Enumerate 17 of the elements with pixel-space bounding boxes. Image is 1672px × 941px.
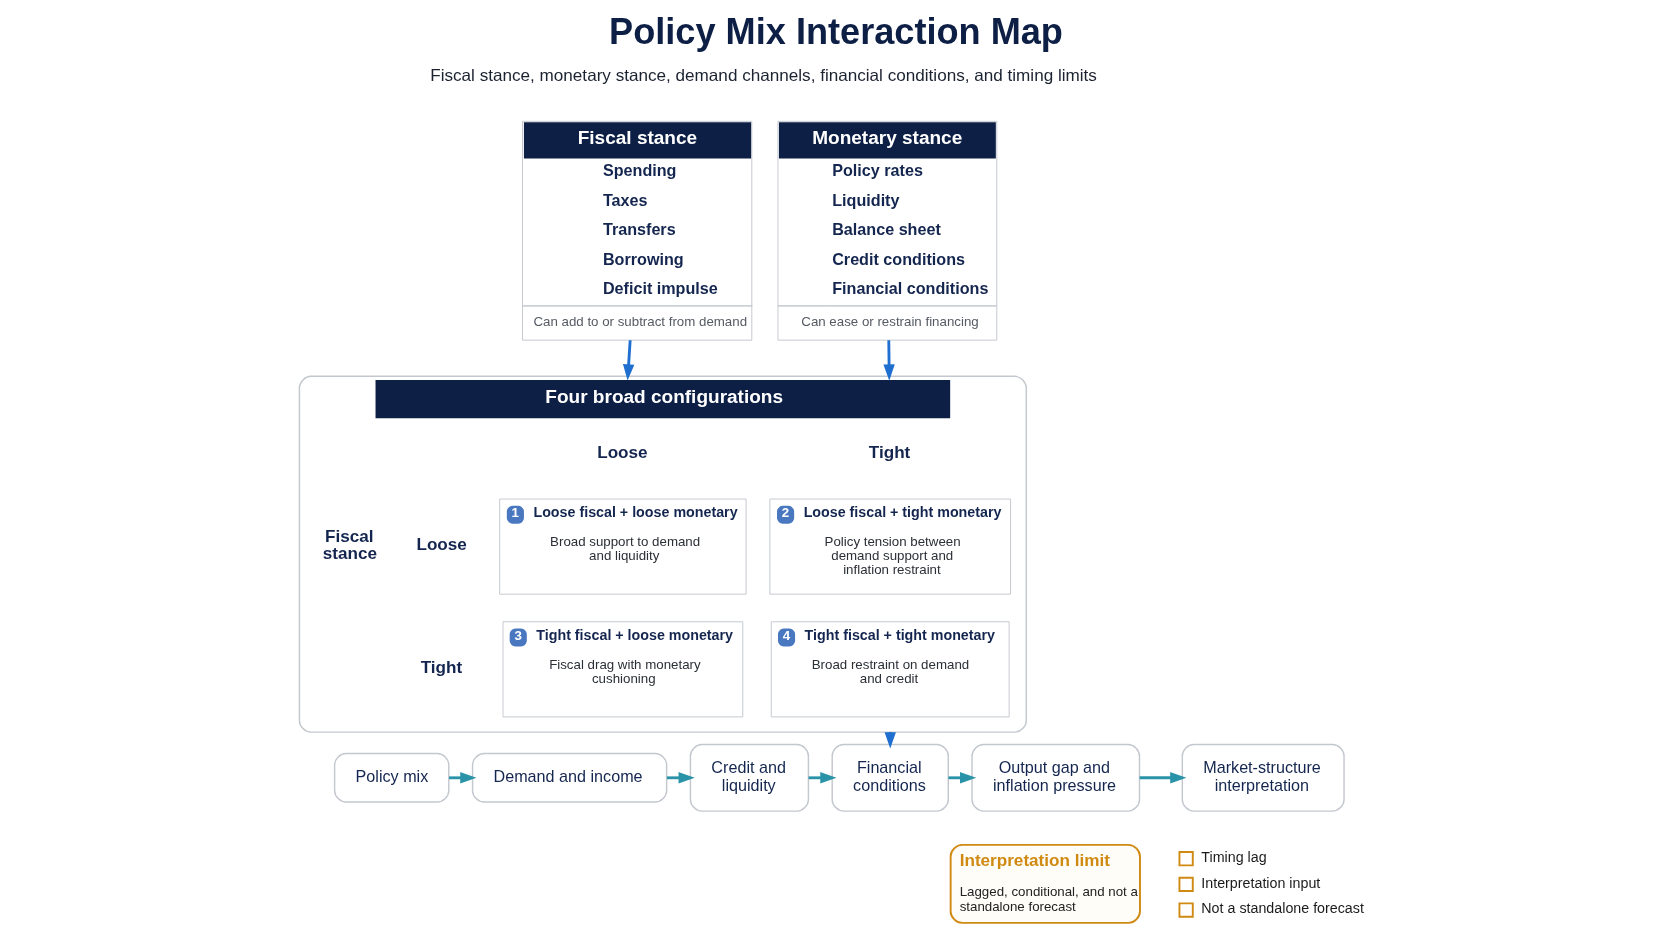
arrow: [666, 772, 695, 784]
node-box: Credit and liquidity: [689, 743, 810, 812]
arrow: [883, 340, 895, 381]
label: Fiscal stance, monetary stance, demand channels, financial conditions, and timing limits: [430, 65, 1097, 85]
legend-label: Timing lag: [1201, 849, 1267, 865]
diagram-title: Policy Mix Interaction Map: [609, 10, 1063, 52]
node-box: Policy mix: [333, 752, 450, 803]
arrow: [622, 340, 635, 381]
node-box: Demand and income: [471, 752, 668, 803]
node-box: Market-structure interpretation: [1181, 743, 1345, 812]
node-box: Financial conditions: [831, 743, 949, 812]
legend-label: Not a standalone forecast: [1201, 900, 1364, 917]
node-box: Output gap and inflation pressure: [971, 743, 1141, 812]
legend-label: Interpretation input: [1201, 874, 1321, 891]
arrow: [449, 772, 477, 784]
arrow: [1139, 772, 1187, 784]
arrow: [948, 772, 977, 784]
